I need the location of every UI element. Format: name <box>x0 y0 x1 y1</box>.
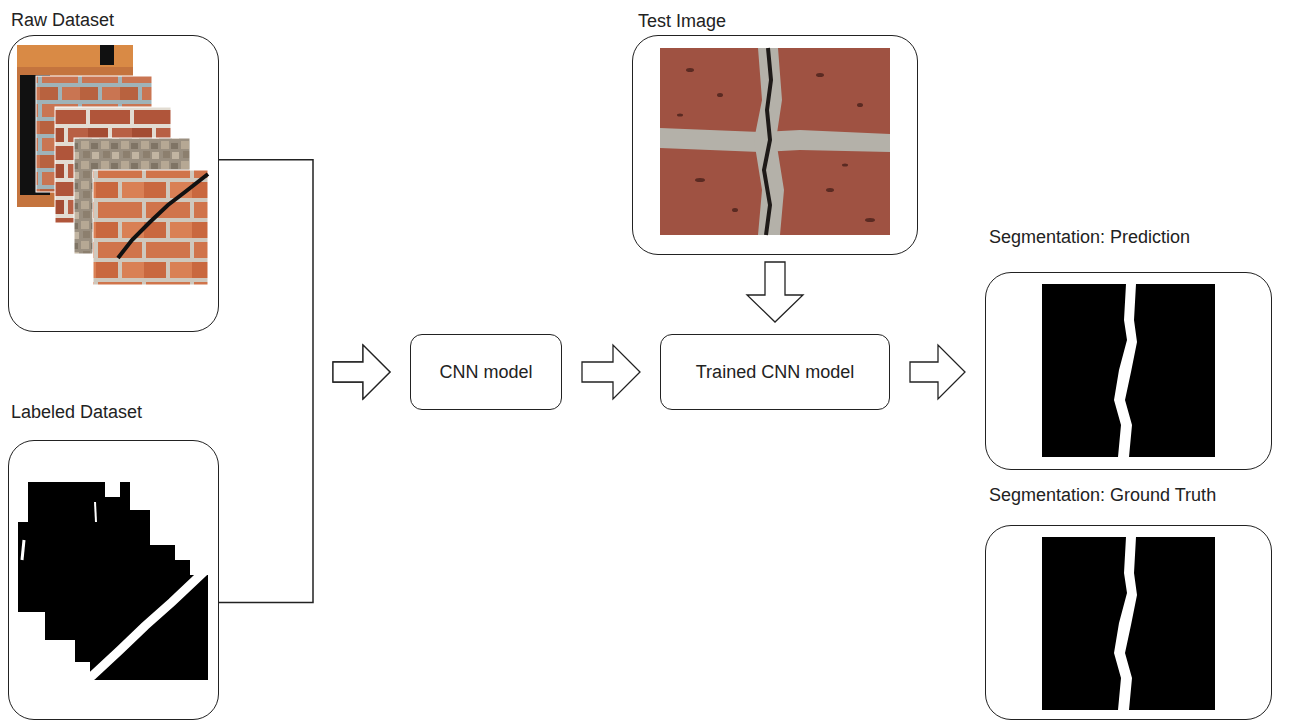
panel-heading: Raw Dataset <box>11 9 114 31</box>
flow-arrow <box>582 345 640 399</box>
panel-heading: Labeled Dataset <box>11 401 142 423</box>
image-panel: Segmentation: Ground Truth <box>985 525 1272 720</box>
process-box: CNN model <box>410 334 562 410</box>
raw-image-stack <box>17 45 208 285</box>
flow-arrow <box>747 262 803 322</box>
block-arrowhead <box>582 345 640 399</box>
panel-heading: Segmentation: Ground Truth <box>989 484 1216 506</box>
block-arrowhead <box>910 345 965 399</box>
panel-heading: Segmentation: Prediction <box>989 226 1190 248</box>
image-panel: Raw Dataset <box>8 35 219 332</box>
image-panel: Test Image <box>632 35 918 255</box>
block-arrowhead <box>333 345 390 399</box>
label-mask <box>18 482 208 680</box>
test-brick-photo <box>660 48 890 235</box>
block-arrowhead <box>333 345 390 399</box>
prediction-mask <box>1042 284 1215 457</box>
flow-arrow <box>219 160 390 399</box>
image-panel: Labeled Dataset <box>8 440 219 720</box>
flow-arrow <box>910 345 965 399</box>
ground-truth-mask <box>1042 537 1215 710</box>
block-arrowhead <box>747 262 803 322</box>
panel-heading: Test Image <box>638 10 726 32</box>
flow-arrow <box>219 345 390 602</box>
box-label: CNN model <box>439 361 532 383</box>
box-label: Trained CNN model <box>696 361 854 383</box>
image-panel: Segmentation: Prediction <box>985 272 1272 470</box>
bracket-line <box>219 372 313 602</box>
bracket-line <box>219 160 313 372</box>
process-box: Trained CNN model <box>660 334 890 410</box>
